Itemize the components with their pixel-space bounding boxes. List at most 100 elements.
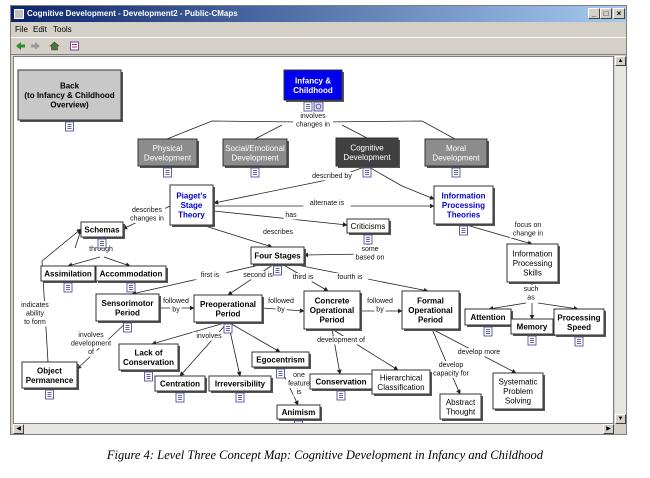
document-icon[interactable]	[63, 282, 73, 293]
document-icon[interactable]	[363, 234, 373, 245]
document-icon[interactable]	[65, 121, 74, 132]
scroll-up-icon[interactable]: ▲	[615, 56, 626, 66]
node-egocentrism[interactable]: Egocentrism	[251, 351, 311, 379]
document-icon[interactable]	[175, 392, 185, 403]
node-accommodation[interactable]: Accommodation	[95, 265, 168, 293]
menu-file[interactable]: File	[15, 25, 28, 34]
node-label: Criticisms	[351, 222, 386, 231]
link-label-text: one	[293, 372, 305, 379]
node-infancy[interactable]: Infancy &Childhood	[283, 69, 344, 112]
document-icon[interactable]	[451, 167, 461, 178]
document-icon[interactable]	[273, 265, 282, 276]
concept-map-icon[interactable]	[313, 101, 324, 112]
node-label: Animism	[282, 408, 316, 417]
back-arrow-icon[interactable]	[15, 41, 26, 51]
document-icon[interactable]	[294, 420, 303, 423]
node-assimilation[interactable]: Assimilation	[40, 265, 97, 293]
maximize-button[interactable]: □	[600, 8, 612, 19]
home-icon[interactable]	[49, 41, 60, 51]
node-label: Information	[512, 250, 552, 259]
forward-arrow-icon[interactable]	[30, 41, 41, 51]
node-four[interactable]: Four Stages	[250, 246, 306, 276]
node-criticisms[interactable]: Criticisms	[346, 218, 391, 245]
link-line	[67, 256, 101, 268]
node-conservation[interactable]: Conservation	[309, 373, 374, 401]
window-title: Cognitive Development - Development2 - P…	[27, 9, 238, 18]
node-label: Period	[115, 308, 140, 317]
link-label-text: ability	[26, 311, 44, 318]
node-memory[interactable]: Memory	[510, 318, 555, 346]
document-icon[interactable]	[303, 101, 313, 112]
document-icon[interactable]	[250, 167, 260, 178]
node-schemas[interactable]: Schemas	[80, 221, 125, 249]
link-label-text: involves	[78, 332, 104, 339]
link-label-text: by	[376, 307, 384, 314]
document-icon[interactable]	[223, 323, 233, 334]
document-icon[interactable]	[97, 238, 107, 249]
node-label: Assimilation	[44, 270, 92, 279]
document-icon[interactable]	[276, 368, 285, 379]
document-icon[interactable]	[483, 326, 493, 337]
node-centration[interactable]: Centration	[154, 375, 207, 403]
document-icon[interactable]	[362, 167, 372, 178]
document-icon[interactable]	[574, 336, 584, 347]
document-icon[interactable]	[144, 371, 153, 382]
link-label-text: of	[88, 349, 94, 356]
document-icon[interactable]	[123, 322, 132, 333]
document-icon[interactable]	[527, 335, 537, 346]
document-icon[interactable]	[45, 389, 54, 400]
link-label-text: development	[71, 341, 111, 348]
node-label: Back	[60, 82, 80, 91]
document-icon[interactable]	[459, 225, 468, 236]
node-label: Object	[37, 366, 62, 375]
scroll-down-icon[interactable]: ▼	[615, 414, 626, 424]
node-label: Period	[216, 309, 241, 318]
document-icon[interactable]	[336, 390, 346, 401]
menu-edit[interactable]: Edit	[33, 25, 47, 34]
horizontal-scrollbar[interactable]: ◀ ▶	[13, 424, 614, 434]
node-label: Childhood	[293, 86, 333, 95]
scroll-right-icon[interactable]: ▶	[603, 424, 614, 434]
vertical-scrollbar[interactable]: ▲ ▼	[615, 56, 626, 424]
scroll-left-icon[interactable]: ◀	[13, 424, 24, 434]
document-icon[interactable]	[235, 392, 245, 403]
node-label: Lack of	[134, 348, 162, 357]
document-icon[interactable]	[126, 282, 136, 293]
document-icon[interactable]	[69, 41, 80, 51]
link-label-text: develop	[439, 362, 464, 369]
menu-tools[interactable]: Tools	[53, 25, 72, 34]
close-button[interactable]: ×	[613, 8, 625, 19]
link-line	[166, 120, 303, 140]
document-icon[interactable]	[163, 167, 172, 178]
node-animism[interactable]: Animism	[276, 404, 322, 423]
node-attention[interactable]: Attention	[464, 308, 513, 337]
link-line	[151, 321, 229, 346]
node-label: Processing	[557, 313, 600, 322]
node-irreversibility[interactable]: Irreversibility	[208, 375, 273, 403]
node-label: Permanence	[26, 376, 74, 385]
minimize-button[interactable]: _	[588, 8, 600, 19]
